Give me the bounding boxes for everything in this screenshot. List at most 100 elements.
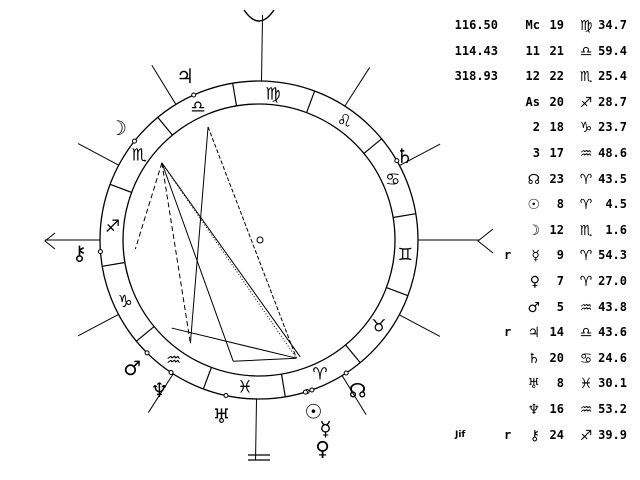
sign-icon: ♌ bbox=[337, 111, 352, 131]
planet-marker bbox=[144, 350, 150, 356]
mars-icon: ♂ bbox=[527, 299, 540, 316]
degree: 22 bbox=[549, 69, 564, 84]
degree: 20 bbox=[549, 94, 564, 109]
sign-icon: ♓ bbox=[579, 376, 593, 393]
planet-marker bbox=[394, 158, 400, 164]
sign-icon: ♒ bbox=[579, 299, 593, 316]
table-row: r♃14♎43.6 bbox=[440, 325, 640, 345]
house-label: 2 bbox=[532, 120, 540, 135]
uranus-icon: ♅ bbox=[527, 376, 540, 393]
sign-divider bbox=[135, 326, 155, 342]
sign-divider bbox=[386, 287, 409, 297]
degree: 14 bbox=[549, 325, 564, 340]
aspect-line bbox=[189, 126, 209, 344]
sign-divider bbox=[393, 213, 416, 219]
desc-fork-icon bbox=[477, 228, 494, 254]
asc-arrow-icon bbox=[44, 232, 56, 250]
house-cusp-line bbox=[341, 375, 367, 416]
planet-marker bbox=[131, 138, 137, 144]
table-row: ♂5♒43.8 bbox=[440, 300, 640, 320]
planet-marker bbox=[168, 369, 174, 375]
mercury-icon: ☿ bbox=[319, 417, 331, 441]
sign-icon: ♏ bbox=[132, 146, 147, 166]
degree: 18 bbox=[549, 120, 564, 135]
row-value: 318.93 bbox=[454, 69, 498, 84]
degree: 16 bbox=[549, 402, 564, 416]
minutes: 1.6 bbox=[605, 222, 627, 237]
planet-marker bbox=[309, 387, 315, 393]
mars-icon: ♂ bbox=[123, 356, 141, 380]
zodiac-signs: ♈♉♊♋♌♍♎♏♐♑♒♓ bbox=[102, 83, 416, 397]
table-row: r ☿ 9 ♈ 54.3 bbox=[440, 248, 640, 268]
saturn-icon: ♄ bbox=[527, 350, 540, 367]
sign-divider bbox=[280, 374, 286, 397]
signature: Jif bbox=[455, 430, 466, 440]
sign-icon: ♊ bbox=[398, 245, 413, 265]
sign-icon: ♍ bbox=[579, 18, 593, 34]
uranus-icon: ♅ bbox=[213, 404, 231, 428]
neptune-icon: ♆ bbox=[150, 378, 168, 402]
minutes: 43.5 bbox=[598, 171, 627, 186]
house-cusp-line bbox=[147, 373, 174, 413]
sign-icon: ♉ bbox=[371, 316, 386, 336]
mercury-icon: ☿ bbox=[531, 248, 540, 265]
sign-icon: ♎ bbox=[190, 97, 205, 117]
sign-icon: ♍ bbox=[265, 85, 280, 105]
minutes: 54.3 bbox=[598, 248, 627, 263]
retrograde-flag: r bbox=[504, 325, 512, 340]
degree: 19 bbox=[549, 18, 564, 32]
sign-icon: ♎ bbox=[579, 325, 593, 342]
zodiac-inner-ring bbox=[122, 103, 396, 377]
table-row: ♆16♒53.2 bbox=[440, 402, 640, 422]
planet-marker bbox=[97, 249, 103, 255]
degree: 8 bbox=[556, 197, 564, 212]
table-row: ♀7♈27.0 bbox=[440, 274, 640, 294]
planet-marker bbox=[191, 92, 197, 98]
minutes: 24.6 bbox=[598, 350, 627, 365]
table-row: ♅8♓30.1 bbox=[440, 376, 640, 396]
degree: 7 bbox=[556, 274, 564, 288]
moon-icon: ☽ bbox=[109, 116, 127, 140]
house-label: 12 bbox=[525, 69, 540, 84]
degree: 12 bbox=[549, 222, 564, 237]
house-label: Mc bbox=[525, 18, 540, 32]
sign-icon: ♏ bbox=[579, 69, 593, 86]
house-cusp-line bbox=[77, 313, 119, 337]
planet-marker bbox=[223, 393, 229, 399]
degree: 5 bbox=[556, 299, 564, 314]
house-label: As bbox=[525, 94, 540, 109]
jupiter-icon: ♃ bbox=[176, 64, 194, 88]
zodiac-outer-ring bbox=[99, 80, 419, 400]
sign-icon: ♈ bbox=[312, 365, 327, 385]
degree: 9 bbox=[556, 248, 564, 263]
house-cusp-line bbox=[77, 143, 119, 166]
sign-icon: ♈ bbox=[579, 248, 593, 265]
sign-icon: ♒ bbox=[166, 351, 181, 371]
aspect-line bbox=[161, 162, 191, 344]
sign-icon: ♒ bbox=[579, 146, 593, 162]
sign-icon: ♐ bbox=[579, 94, 593, 111]
jupiter-icon: ♃ bbox=[527, 325, 540, 342]
table-row: ☉8♈4.5 bbox=[440, 197, 640, 217]
retrograde-flag: r bbox=[504, 248, 512, 263]
sign-icon: ♈ bbox=[579, 171, 593, 188]
row-value: 116.50 bbox=[454, 18, 498, 32]
table-row: r⚷24♐39.9 bbox=[440, 428, 640, 448]
minutes: 23.7 bbox=[598, 120, 627, 135]
house-cusp-line bbox=[255, 398, 258, 460]
sign-divider bbox=[202, 367, 212, 390]
sign-divider bbox=[102, 261, 125, 267]
aspect-line bbox=[161, 162, 301, 358]
house-label: 3 bbox=[532, 146, 540, 160]
sign-icon: ♑ bbox=[118, 292, 133, 312]
mc-crescent-icon bbox=[243, 9, 275, 22]
chiron-icon: ⚷ bbox=[72, 241, 87, 265]
aspect-lines bbox=[134, 126, 301, 362]
house-cusp-line bbox=[344, 67, 371, 107]
table-row: ☽12♏1.6 bbox=[440, 223, 640, 243]
angle-markers bbox=[44, 9, 494, 461]
sign-icon: ♈ bbox=[579, 197, 593, 214]
